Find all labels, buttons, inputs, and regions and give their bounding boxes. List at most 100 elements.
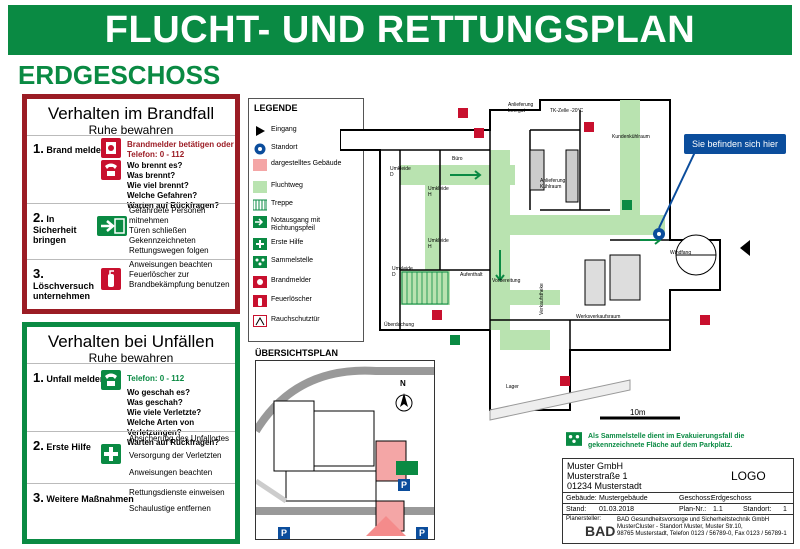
legend-label: Eingang <box>271 126 297 133</box>
building-value: Mustergebäude <box>599 495 648 502</box>
assembly-point-icon <box>253 256 267 268</box>
building-swatch-icon <box>253 159 267 171</box>
overview-drawing <box>256 366 434 536</box>
step-number: 1. <box>33 141 44 156</box>
planner-line: MusterCluster - Standort Muster, Muster … <box>617 524 743 530</box>
instruction: Gefährdete Personen mitnehmen <box>129 206 206 225</box>
plan-number-value: 1.1 <box>713 506 723 513</box>
info-block: Muster GmbH Musterstraße 1 01234 Musters… <box>562 458 794 544</box>
legend-label: Standort <box>271 144 298 151</box>
fire-alarm-icon <box>101 138 121 158</box>
legend-label: dargestelltes Gebäude <box>271 160 342 167</box>
assembly-point-icon <box>566 432 582 446</box>
question: Wie viel brennt? <box>127 181 189 190</box>
room-label: Umkleide D <box>392 266 413 278</box>
step-number: 1. <box>33 370 44 385</box>
room-label: Kundenkühlraum <box>612 134 650 140</box>
accident-step-2: 2. Erste Hilfe Absicherung des Unfallort… <box>27 431 235 481</box>
fire-extinguisher-icon <box>253 295 267 307</box>
instruction: Türen schließen <box>129 226 187 235</box>
plan-number-label: Plan-Nr.: <box>679 506 707 513</box>
legend-label: Feuerlöscher <box>271 296 312 303</box>
room-label: Umkleide H <box>428 186 449 198</box>
step-label: Weitere Maßnahmen <box>46 494 134 504</box>
step-number: 3. <box>33 490 44 505</box>
room-label: Werksverkaufsraum <box>576 314 621 320</box>
stairs-icon <box>253 199 267 211</box>
fire-panel-title: Verhalten im Brandfall <box>47 104 215 123</box>
fire-step-2: 2. In Sicherheit bringen Gefährdete Pers… <box>27 203 235 269</box>
plan-title: FLUCHT- UND RETTUNGSPLAN <box>8 5 792 55</box>
entrance-arrow-icon <box>256 126 265 136</box>
instruction: Absicherung des Unfallortes <box>129 434 230 443</box>
fire-phone-number: Telefon: 0 - 112 <box>127 150 185 159</box>
fire-alarm-icon <box>253 276 267 288</box>
instruction: Gekennzeichneten <box>129 236 196 245</box>
legend-label: Erste Hilfe <box>271 239 304 246</box>
accident-panel-title: Verhalten bei Unfällen <box>47 332 215 351</box>
legend-label: Rauchschutztür <box>271 316 320 323</box>
building-label: Gebäude: <box>566 495 597 502</box>
step-label: Unfall melden <box>46 374 106 384</box>
accident-panel-subtitle: Ruhe bewahren <box>88 351 174 365</box>
date-value: 01.03.2018 <box>599 506 635 513</box>
instruction: Schaulustige entfernen <box>129 504 211 513</box>
planner-logo: BAD <box>585 523 616 539</box>
date-label: Stand: <box>566 506 587 513</box>
company-street: Musterstraße 1 <box>567 471 628 481</box>
step-number: 3. <box>33 266 44 281</box>
step-label: Erste Hilfe <box>46 442 91 452</box>
room-label: Windfang <box>670 250 692 256</box>
room-label: Umkleide H <box>428 238 449 250</box>
room-label: Lager <box>506 384 519 390</box>
room-label: Umkleide D <box>390 166 411 178</box>
question: Was brennt? <box>127 171 176 180</box>
location-icon <box>254 143 266 155</box>
north-label: N <box>400 379 406 388</box>
question: Warten auf Rückfragen? <box>127 438 220 447</box>
fire-extinguisher-icon <box>101 268 121 290</box>
accident-phone-number: Telefon: 0 - 112 <box>127 374 185 383</box>
step-label: In Sicherheit bringen <box>33 214 77 245</box>
room-label: Aufenthalt <box>460 272 483 278</box>
emergency-phone-icon <box>101 370 121 390</box>
question: Wo geschah es? <box>127 388 190 397</box>
smoke-door-icon <box>253 315 267 327</box>
emergency-exit-icon <box>253 216 267 228</box>
instruction: Anweisungen beachten <box>129 468 213 477</box>
first-aid-icon <box>253 238 267 250</box>
standort-value: 1 <box>783 506 787 513</box>
overview-map: N P P P <box>255 360 435 540</box>
room-label: Anlieferung Kühlraum <box>540 178 566 190</box>
accident-behaviour-panel: Verhalten bei Unfällen Ruhe bewahren 1. … <box>22 322 240 544</box>
room-label: Verkaufstheke <box>538 283 545 315</box>
step-label: Brand melden <box>46 145 107 155</box>
room-label: Büro <box>452 156 463 162</box>
accident-step-3: 3. Weitere Maßnahmen Rettungsdienste ein… <box>27 483 235 535</box>
you-are-here-label: Sie befinden sich hier <box>684 134 786 154</box>
overview-title: ÜBERSICHTSPLAN <box>255 348 339 358</box>
question: Welche Arten von Verletzungen? <box>127 418 195 437</box>
escape-route-swatch-icon <box>253 181 267 193</box>
room-label: Anlieferung Leergut <box>508 102 534 114</box>
question: Was geschah? <box>127 398 183 407</box>
instruction: Brandbekämpfung benutzen <box>129 280 230 289</box>
company-name: Muster GmbH <box>567 461 624 471</box>
instruction: Versorgung der Verletzten <box>129 451 222 460</box>
room-label: Überdachung <box>384 322 415 328</box>
question: Wie viele Verletzte? <box>127 408 202 417</box>
phone-icon <box>101 160 121 180</box>
planner-label: Planersteller: <box>566 516 602 522</box>
instruction: Anweisungen beachten <box>129 260 213 269</box>
step-number: 2. <box>33 438 44 453</box>
standort-label: Standort: <box>743 506 772 513</box>
legend-label: Fluchtweg <box>271 182 303 189</box>
instruction: Feuerlöscher zur <box>129 270 190 279</box>
step-label: Löschversuch unternehmen <box>33 281 95 301</box>
planner-line: BAD Gesundheitsvorsorge und Sicherheitst… <box>617 517 770 523</box>
floor-plan-drawing <box>339 99 750 421</box>
instruction: Rettungsdienste einweisen <box>129 488 225 497</box>
accident-step-1: 1. Unfall melden Telefon: 0 - 112 Wo ges… <box>27 363 235 447</box>
scale-label: 10m <box>630 408 646 417</box>
planner-line: 98765 Musterstadt, Telefon 0123 / 56789-… <box>617 531 787 537</box>
